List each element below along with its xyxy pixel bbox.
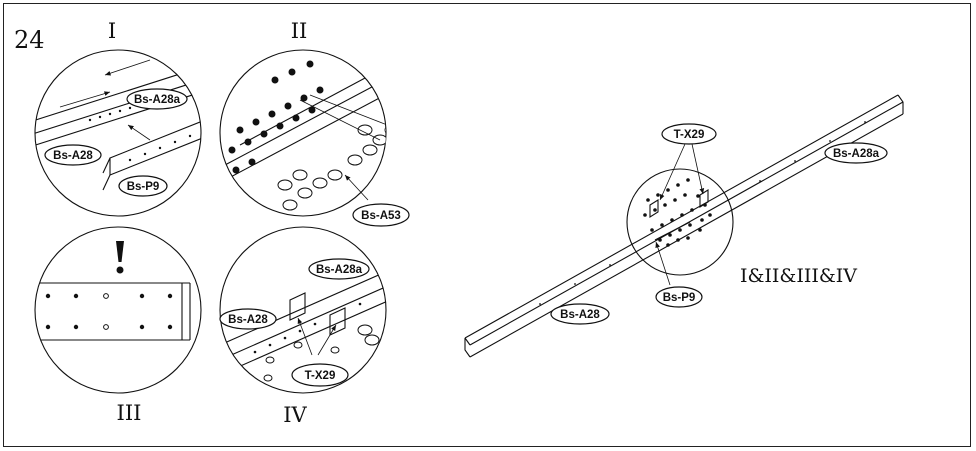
svg-text:Bs-A28a: Bs-A28a: [316, 264, 363, 276]
panel-ii-bolts: [228, 60, 324, 174]
panel-i-holes: [88, 103, 192, 162]
label-t-x29-iv: T-X29: [291, 363, 349, 387]
combined-steps-label: I&II&III&IV: [740, 265, 857, 287]
label-bs-a28a-overview: Bs-A28a: [824, 142, 888, 164]
svg-text:Bs-P9: Bs-P9: [663, 292, 696, 304]
label-bs-p9-overview: Bs-P9: [655, 286, 703, 308]
panel-iii: III: [34, 226, 202, 425]
panel-ii-numeral: II: [291, 19, 308, 43]
overview-bolts: [643, 178, 712, 247]
panel-iii-circle: [34, 226, 202, 394]
panel-iii-numeral: III: [117, 401, 142, 425]
label-bs-a28-i: Bs-A28: [44, 144, 102, 166]
detail-circle: [626, 168, 734, 276]
label-bs-a28-overview: Bs-A28: [550, 303, 610, 325]
svg-text:Bs-A28a: Bs-A28a: [833, 148, 880, 160]
svg-text:T-X29: T-X29: [674, 129, 705, 141]
panel-i-numeral: I: [108, 19, 116, 43]
svg-text:Bs-A28: Bs-A28: [560, 309, 600, 321]
panel-ii-bolt-heads: [277, 124, 386, 211]
instruction-frame: [3, 3, 971, 447]
panel-ii: II: [219, 19, 410, 227]
panel-iv-circle: [219, 226, 387, 394]
label-bs-a28a-iv: Bs-A28a: [308, 258, 370, 280]
svg-text:T-X29: T-X29: [305, 370, 336, 382]
svg-text:Bs-A28: Bs-A28: [53, 150, 93, 162]
label-bs-a28a-i: Bs-A28a: [126, 88, 188, 110]
step-number: 24: [14, 26, 45, 54]
warning-exclamation-icon: [116, 241, 124, 274]
label-bs-a28-iv: Bs-A28: [219, 308, 277, 330]
label-bs-a53: Bs-A53: [352, 203, 410, 227]
panel-i: I Bs-A28a Bs-A28: [34, 19, 202, 217]
svg-text:Bs-A28: Bs-A28: [228, 314, 268, 326]
overview-assembly: T-X29 Bs-A28a Bs-P9 Bs-A28 I&II&III&IV: [464, 94, 904, 358]
label-bs-p9-i: Bs-P9: [118, 175, 168, 197]
panel-iv-bolt-heads: [263, 324, 380, 382]
svg-text:Bs-A53: Bs-A53: [361, 210, 401, 222]
panel-iv-numeral: IV: [283, 403, 307, 427]
panel-iv: Bs-A28a Bs-A28 T-X29 IV: [219, 226, 387, 427]
svg-text:Bs-P9: Bs-P9: [127, 181, 160, 193]
svg-text:Bs-A28a: Bs-A28a: [134, 94, 181, 106]
panel-iii-holes: [45, 293, 173, 330]
panel-iv-holes: [253, 302, 362, 354]
label-t-x29-overview: T-X29: [661, 123, 717, 145]
